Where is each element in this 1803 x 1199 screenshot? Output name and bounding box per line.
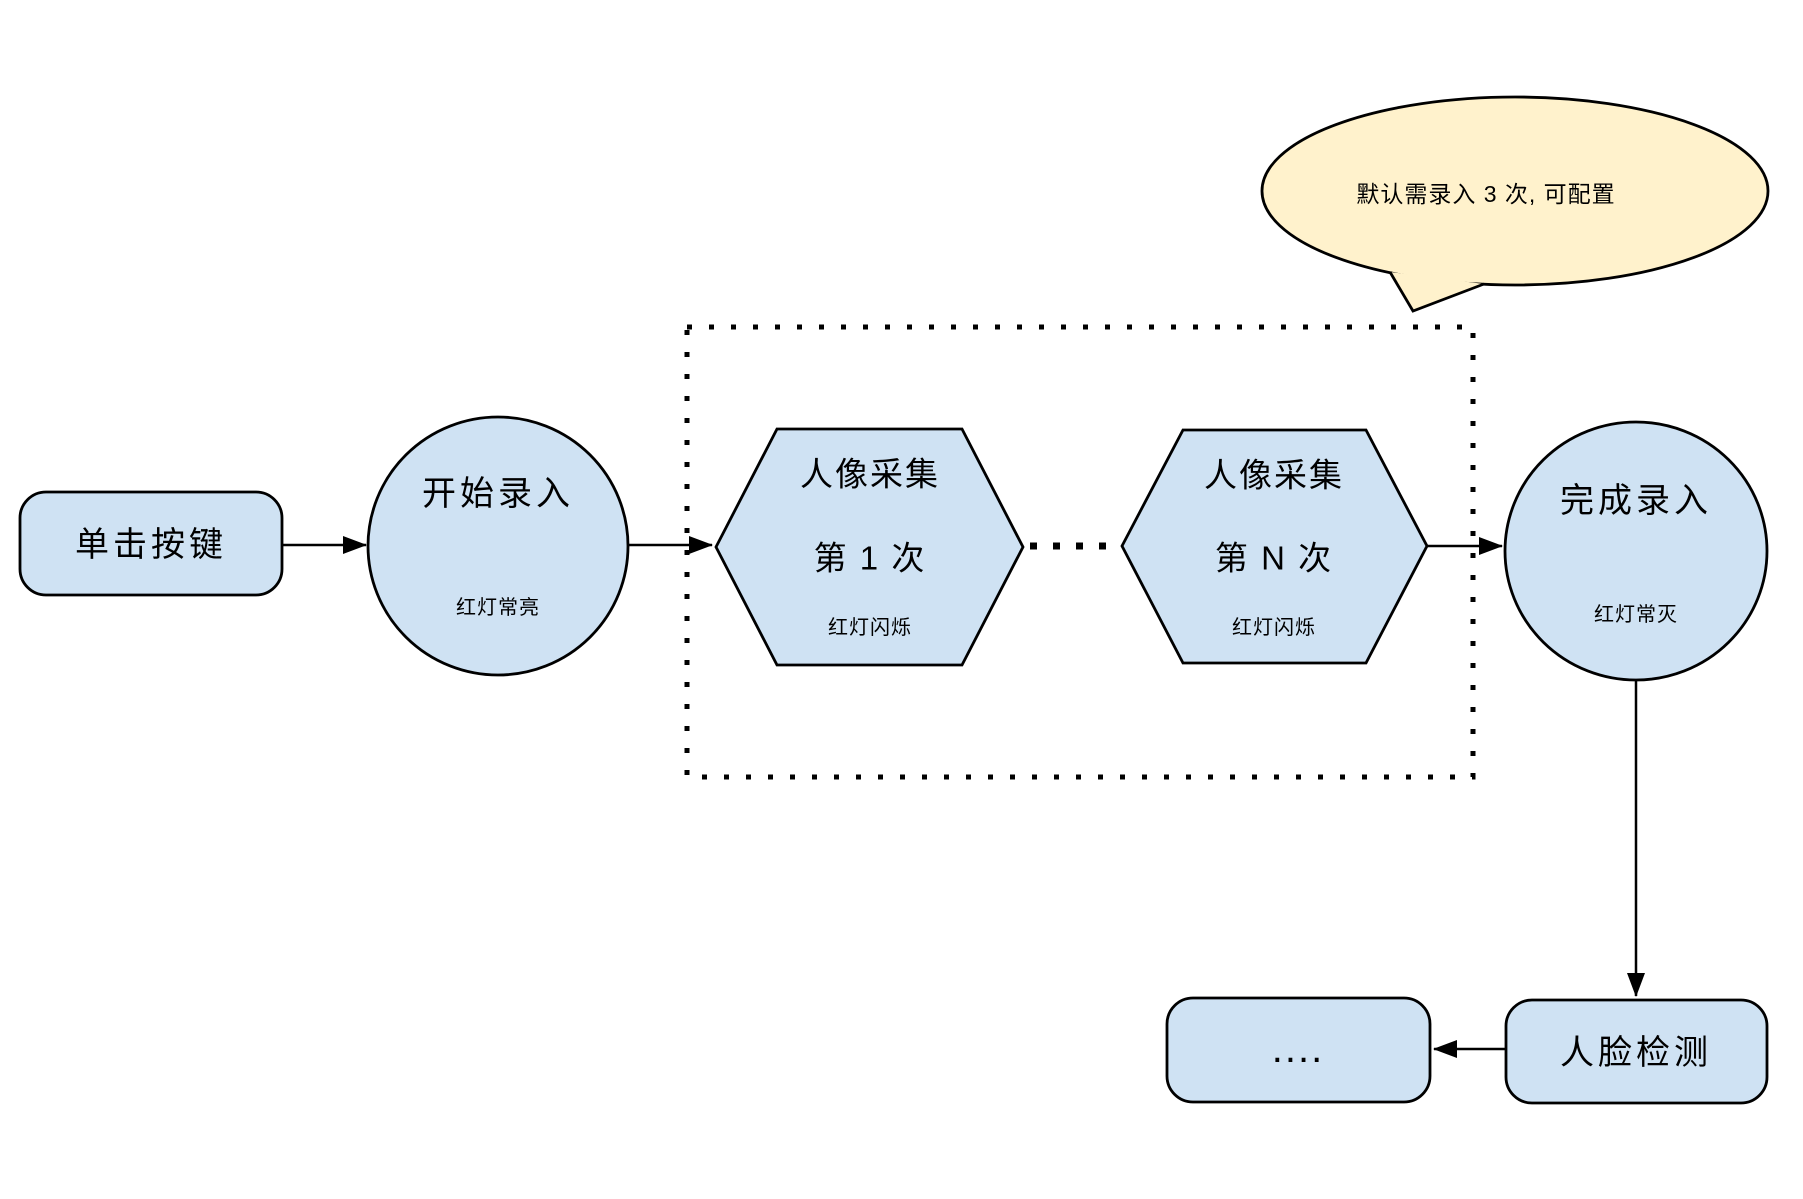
capture-nth-shape[interactable] [1120,428,1429,665]
callout-ellipse[interactable] [1260,95,1770,287]
node-more-steps[interactable]: .... [1165,996,1432,1104]
more-steps-shape[interactable] [1165,996,1432,1104]
node-start-capture[interactable]: 开始录入 红灯常亮 [366,415,630,677]
capture-first-line1: 人像采集 [800,456,940,493]
start-capture-status: 红灯常亮 [456,596,540,619]
face-detection-shape[interactable] [1504,998,1769,1105]
click-button-shape[interactable] [18,490,284,597]
loop-group-border[interactable] [684,324,1476,780]
node-finish-capture[interactable]: 完成录入 红灯常灭 [1503,420,1769,682]
start-capture-shape[interactable] [366,415,630,677]
callout-bubble[interactable]: 默认需录入 3 次, 可配置 [1260,95,1770,313]
capture-first-line2: 第 1 次 [814,540,927,577]
click-button-label: 单击按键 [75,526,227,564]
callout-tail [1388,271,1485,313]
callout-text: 默认需录入 3 次, 可配置 [1356,181,1615,207]
node-face-detection[interactable]: 人脸检测 [1504,998,1769,1105]
capture-nth-line1: 人像采集 [1204,457,1344,494]
node-capture-first[interactable]: 人像采集 第 1 次 红灯闪烁 [714,427,1025,667]
capture-first-shape[interactable] [714,427,1025,667]
capture-first-status: 红灯闪烁 [828,616,912,639]
capture-nth-line2: 第 N 次 [1215,540,1333,577]
more-steps-label: .... [1272,1027,1324,1071]
node-click-button[interactable]: 单击按键 [18,490,284,597]
finish-capture-shape[interactable] [1503,420,1769,682]
finish-capture-status: 红灯常灭 [1594,603,1678,626]
start-capture-label: 开始录入 [422,475,574,513]
capture-nth-status: 红灯闪烁 [1232,616,1316,639]
finish-capture-label: 完成录入 [1560,482,1712,520]
node-capture-nth[interactable]: 人像采集 第 N 次 红灯闪烁 [1120,428,1429,665]
face-detection-label: 人脸检测 [1560,1034,1712,1072]
